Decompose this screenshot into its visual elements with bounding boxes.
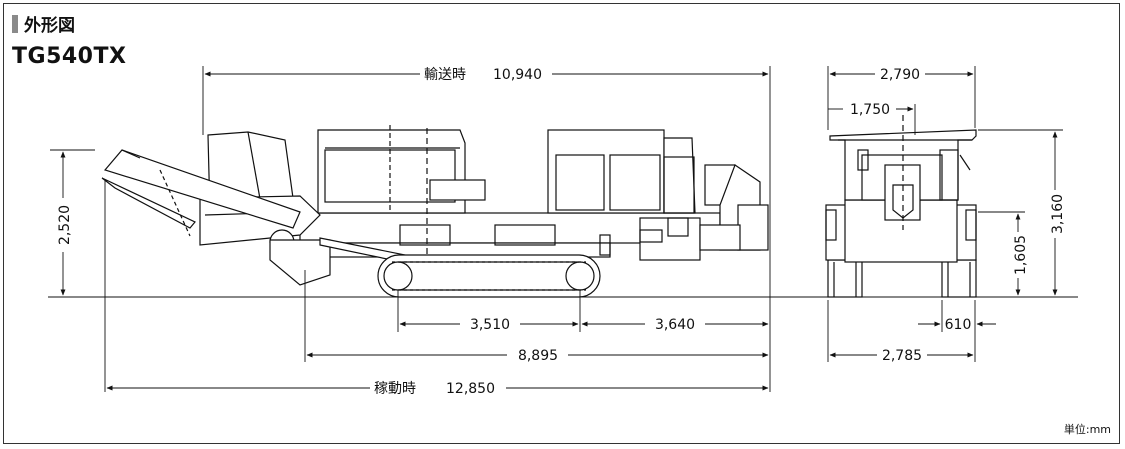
height-value: 2,520 (57, 205, 73, 245)
dimension-lines (50, 66, 1063, 392)
figure-frame (3, 3, 1120, 444)
dimension-labels: 輸送時 10,940 2,520 3,510 3,640 8,895 稼動時 1… (57, 67, 1066, 397)
track-front-value: 3,640 (655, 317, 695, 333)
transport-length-label: 輸送時 (424, 67, 466, 83)
track-rear-value: 3,510 (470, 317, 510, 333)
model-name: TG540TX (12, 44, 127, 69)
transport-length-value: 10,940 (493, 67, 542, 83)
front-view-machine (825, 115, 977, 298)
front-width-value: 2,790 (880, 67, 920, 83)
front-mid-height-value: 1,605 (1013, 235, 1029, 275)
section-header: 外形図 (12, 11, 75, 36)
unit-note: 単位:mm (1063, 423, 1111, 436)
track-width-value: 610 (945, 317, 972, 333)
body-length-value: 8,895 (518, 348, 558, 364)
front-height-value: 3,160 (1050, 194, 1066, 234)
working-length-label: 稼動時 (374, 381, 416, 397)
working-length-value: 12,850 (446, 381, 495, 397)
front-inner-width-value: 1,750 (850, 102, 890, 118)
section-marker (12, 14, 18, 33)
base-width-value: 2,785 (882, 348, 922, 364)
side-view-machine (101, 125, 769, 286)
side-view-tracks (377, 254, 601, 298)
section-title: 外形図 (24, 16, 75, 36)
